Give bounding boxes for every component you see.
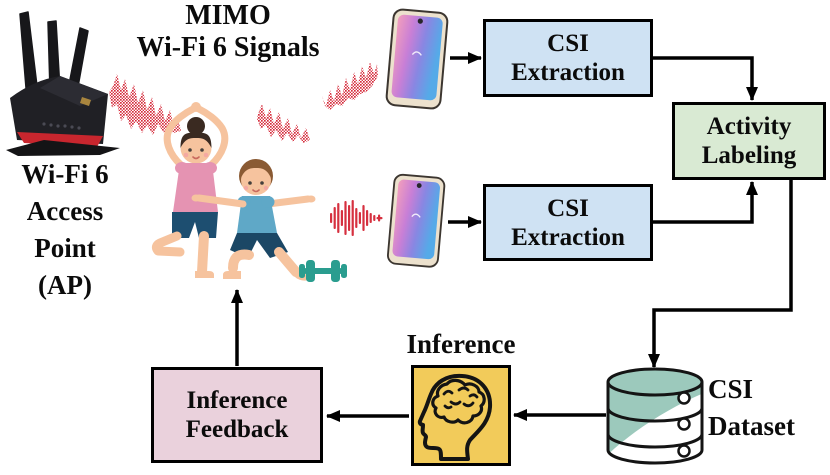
person-woman-icon [151, 102, 229, 278]
dataset-label-line-2: Dataset [708, 411, 795, 441]
ap-label-line-3: Point [34, 233, 96, 263]
arrow-csi-top-to-activity [653, 56, 758, 101]
person-man-icon [191, 159, 316, 281]
smartphone-bottom-icon [386, 173, 446, 269]
title-line-1: MIMO [185, 0, 271, 31]
feedback-label-line-1: Inference [186, 387, 288, 414]
ap-label-line-1: Wi-Fi 6 [21, 159, 109, 189]
csi-top-label-line-1: CSI [547, 30, 589, 57]
arrow-csi-bottom-to-activity [653, 181, 758, 224]
csi-extraction-bottom-box: CSI Extraction [483, 184, 653, 261]
csi-top-label-line-2: Extraction [511, 59, 625, 86]
feedback-label-line-2: Feedback [185, 416, 289, 443]
csi-bottom-label-line-2: Extraction [511, 223, 625, 251]
people-exercising-icon [151, 102, 347, 282]
inference-feedback-box: Inference Feedback [151, 367, 323, 463]
arrow-activity-to-dataset [648, 180, 793, 368]
access-point-label: Wi-Fi 6 Access Point (AP) [2, 156, 128, 304]
ap-label-line-4: (AP) [38, 270, 92, 300]
ap-label-line-2: Access [26, 196, 104, 226]
activity-labeling-box: Activity Labeling [672, 102, 826, 180]
dataset-label-line-1: CSI [708, 374, 754, 404]
activity-label-line-2: Labeling [701, 142, 797, 169]
title-line-2: Wi-Fi 6 Signals [136, 32, 320, 63]
signal-waveform-icon [109, 62, 378, 143]
diagram-title: MIMO Wi-Fi 6 Signals [97, 0, 359, 64]
inference-label: Inference [406, 329, 516, 359]
csi-dataset-label: CSI Dataset [708, 371, 830, 445]
inference-brain-box [411, 365, 511, 466]
database-cylinder-icon [606, 367, 704, 465]
csi-bottom-label-line-1: CSI [547, 194, 589, 222]
csi-extraction-top-box: CSI Extraction [483, 19, 653, 97]
activity-label-line-1: Activity [706, 113, 792, 140]
dumbbell-icon [299, 260, 347, 282]
smartphone-top-icon [384, 7, 450, 111]
signal-bars-icon [330, 200, 383, 236]
